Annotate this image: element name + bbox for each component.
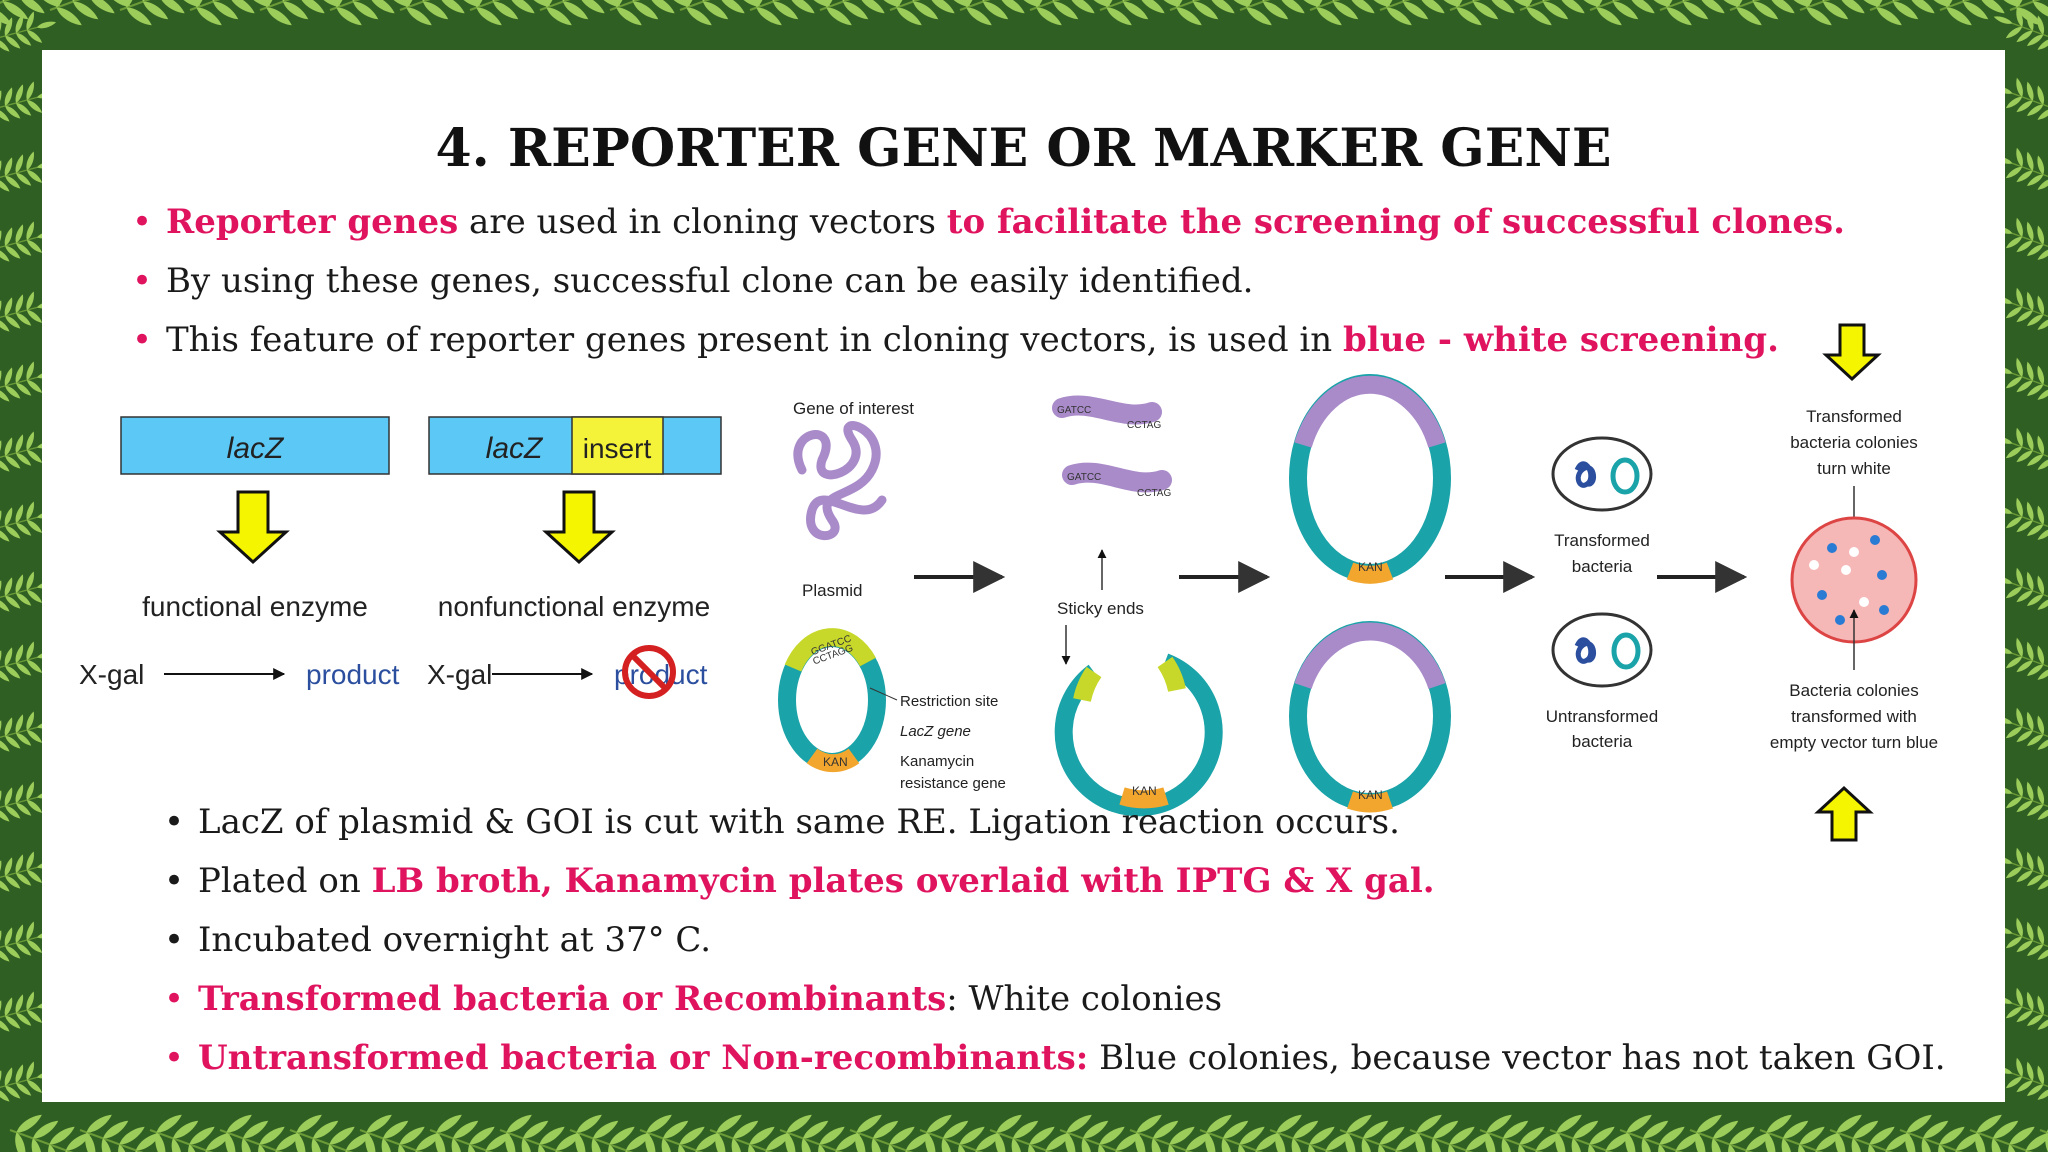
untransformed-label: bacteria — [1572, 732, 1633, 751]
transformed-label: Transformed — [1554, 531, 1650, 550]
body-text: LacZ of plasmid & GOI is cut with same R… — [198, 802, 1400, 842]
colonies — [1809, 535, 1889, 625]
bullet-item: • Plated on LB broth, Kanamycin plates ov… — [164, 861, 1435, 901]
white-colony — [1849, 547, 1859, 557]
yellow-down-arrow-icon — [216, 490, 290, 565]
blue-colonies-label: transformed with — [1791, 707, 1917, 726]
transformed-bacteria: Transformed bacteria — [1551, 436, 1653, 576]
bullet-marker: • — [164, 1038, 185, 1078]
bullet-marker: • — [164, 802, 185, 842]
kan-label: KAN — [1358, 560, 1383, 574]
bullet-marker: • — [132, 261, 153, 301]
transformed-label: bacteria — [1572, 557, 1633, 576]
kanamycin-label: Kanamycin — [900, 753, 974, 770]
prohibited-icon — [622, 645, 676, 699]
lacz-box-label: lacZ — [227, 432, 285, 465]
restriction-site-label: Restriction site — [900, 693, 998, 710]
kan-label: KAN — [1132, 784, 1157, 798]
white-colonies-label: Transformed — [1806, 407, 1902, 426]
untransformed-label: Untransformed — [1546, 707, 1658, 726]
yellow-up-arrow-icon — [1814, 785, 1874, 842]
lacz-insert-panel: lacZ insert nonfunctional enzyme X-gal p… — [427, 416, 722, 699]
xgal-label-2: X-gal — [427, 659, 492, 690]
blue-colonies-label: Bacteria colonies — [1789, 681, 1918, 700]
white-colony — [1809, 560, 1819, 570]
body-text: This feature of reporter genes present i… — [166, 320, 1344, 360]
non-recombinant-plasmid: KAN — [1289, 621, 1451, 813]
white-colonies-label: turn white — [1817, 459, 1891, 478]
recombinant-plasmid: KAN — [1289, 374, 1451, 584]
white-colony — [1859, 597, 1869, 607]
insert-box — [571, 416, 664, 475]
seq-label: GATCC — [1067, 472, 1101, 483]
seq-label: CCTAG — [1137, 488, 1171, 499]
blue-colony — [1835, 615, 1845, 625]
white-colonies-label: bacteria colonies — [1790, 433, 1918, 452]
untransformed-bacteria: Untransformed bacteria — [1546, 612, 1658, 751]
slide: 4. REPORTER GENE OR MARKER GENE • Reporte… — [42, 50, 2005, 1102]
kan-label: KAN — [1358, 788, 1383, 802]
plasmid-label: Plasmid — [802, 581, 862, 600]
bullet-item: • Reporter genes are used in cloning vect… — [132, 202, 1845, 242]
plasmid: Plasmid GGATCC CCTAGG KAN Restriction si… — [778, 581, 1006, 792]
blue-colony — [1877, 570, 1887, 580]
lacz-box-label-2: lacZ — [486, 432, 544, 465]
bullet-marker: • — [164, 920, 185, 960]
slide-title: 4. REPORTER GENE OR MARKER GENE — [435, 118, 1612, 179]
dna-coil-icon — [793, 421, 887, 541]
insert-label: insert — [583, 433, 652, 464]
product-label: product — [306, 659, 400, 690]
kanamycin-resistance-label: resistance gene — [900, 775, 1006, 792]
blue-colonies-label: empty vector turn blue — [1770, 733, 1938, 752]
yellow-down-arrow-icon — [542, 490, 616, 565]
body-text: : White colonies — [946, 979, 1223, 1019]
nonfunctional-enzyme-label: nonfunctional enzyme — [438, 591, 710, 622]
bullet-marker: • — [164, 979, 185, 1019]
bullet-marker: • — [164, 861, 185, 901]
highlight-text: Untransformed bacteria or Non-recombinan… — [198, 1038, 1089, 1078]
body-text: Blue colonies, because vector has not ta… — [1088, 1038, 1946, 1078]
body-text: By using these genes, successful clone c… — [166, 261, 1254, 301]
bullet-item: • By using these genes, successful clone … — [132, 261, 1253, 301]
bullet-marker: • — [132, 320, 153, 360]
body-text: Plated on — [198, 861, 372, 901]
highlight-text: blue - white screening. — [1343, 320, 1779, 360]
blue-colony — [1817, 590, 1827, 600]
blue-colony — [1870, 535, 1880, 545]
yellow-down-arrow-icon — [1822, 323, 1882, 382]
gene-of-interest: Gene of interest — [793, 399, 914, 541]
kan-label: KAN — [823, 755, 848, 769]
seq-label: CCTAG — [1127, 420, 1161, 431]
petri-dish: Transformed bacteria colonies turn white… — [1770, 323, 1938, 842]
highlight-text: Reporter genes — [166, 202, 459, 242]
seq-label: GATCC — [1057, 405, 1091, 416]
bullet-item: • Untransformed bacteria or Non-recombina… — [164, 1038, 1946, 1078]
gene-of-interest-label: Gene of interest — [793, 399, 914, 418]
white-colony — [1841, 565, 1851, 575]
cut-fragments: GATCC CCTAG GATCC CCTAG Sticky ends KAN — [1052, 395, 1223, 817]
blue-colony — [1827, 543, 1837, 553]
functional-enzyme-label: functional enzyme — [142, 591, 368, 622]
sticky-ends-label: Sticky ends — [1057, 599, 1144, 618]
body-text: are used in cloning vectors — [458, 202, 947, 242]
lacz-gene-label: LacZ gene — [900, 723, 971, 740]
bullet-item: • LacZ of plasmid & GOI is cut with same … — [164, 802, 1400, 842]
body-text: Incubated overnight at 37° C. — [198, 920, 712, 960]
highlight-text: to facilitate the screening of successfu… — [946, 202, 1845, 242]
bullet-item: • This feature of reporter genes present … — [132, 320, 1779, 360]
lacz-functional-panel: lacZ functional enzyme X-gal product — [79, 416, 400, 690]
xgal-label: X-gal — [79, 659, 144, 690]
bullet-item: • Transformed bacteria or Recombinants: W… — [164, 979, 1222, 1019]
highlight-text: LB broth, Kanamycin plates overlaid with… — [371, 861, 1435, 901]
bullet-marker: • — [132, 202, 153, 242]
blue-white-screening-diagram: lacZ functional enzyme X-gal product lac… — [79, 323, 1938, 842]
blue-colony — [1879, 605, 1889, 615]
highlight-text: Transformed bacteria or Recombinants — [198, 979, 947, 1019]
bullet-item: • Incubated overnight at 37° C. — [164, 920, 711, 960]
lacz-box — [120, 416, 390, 475]
